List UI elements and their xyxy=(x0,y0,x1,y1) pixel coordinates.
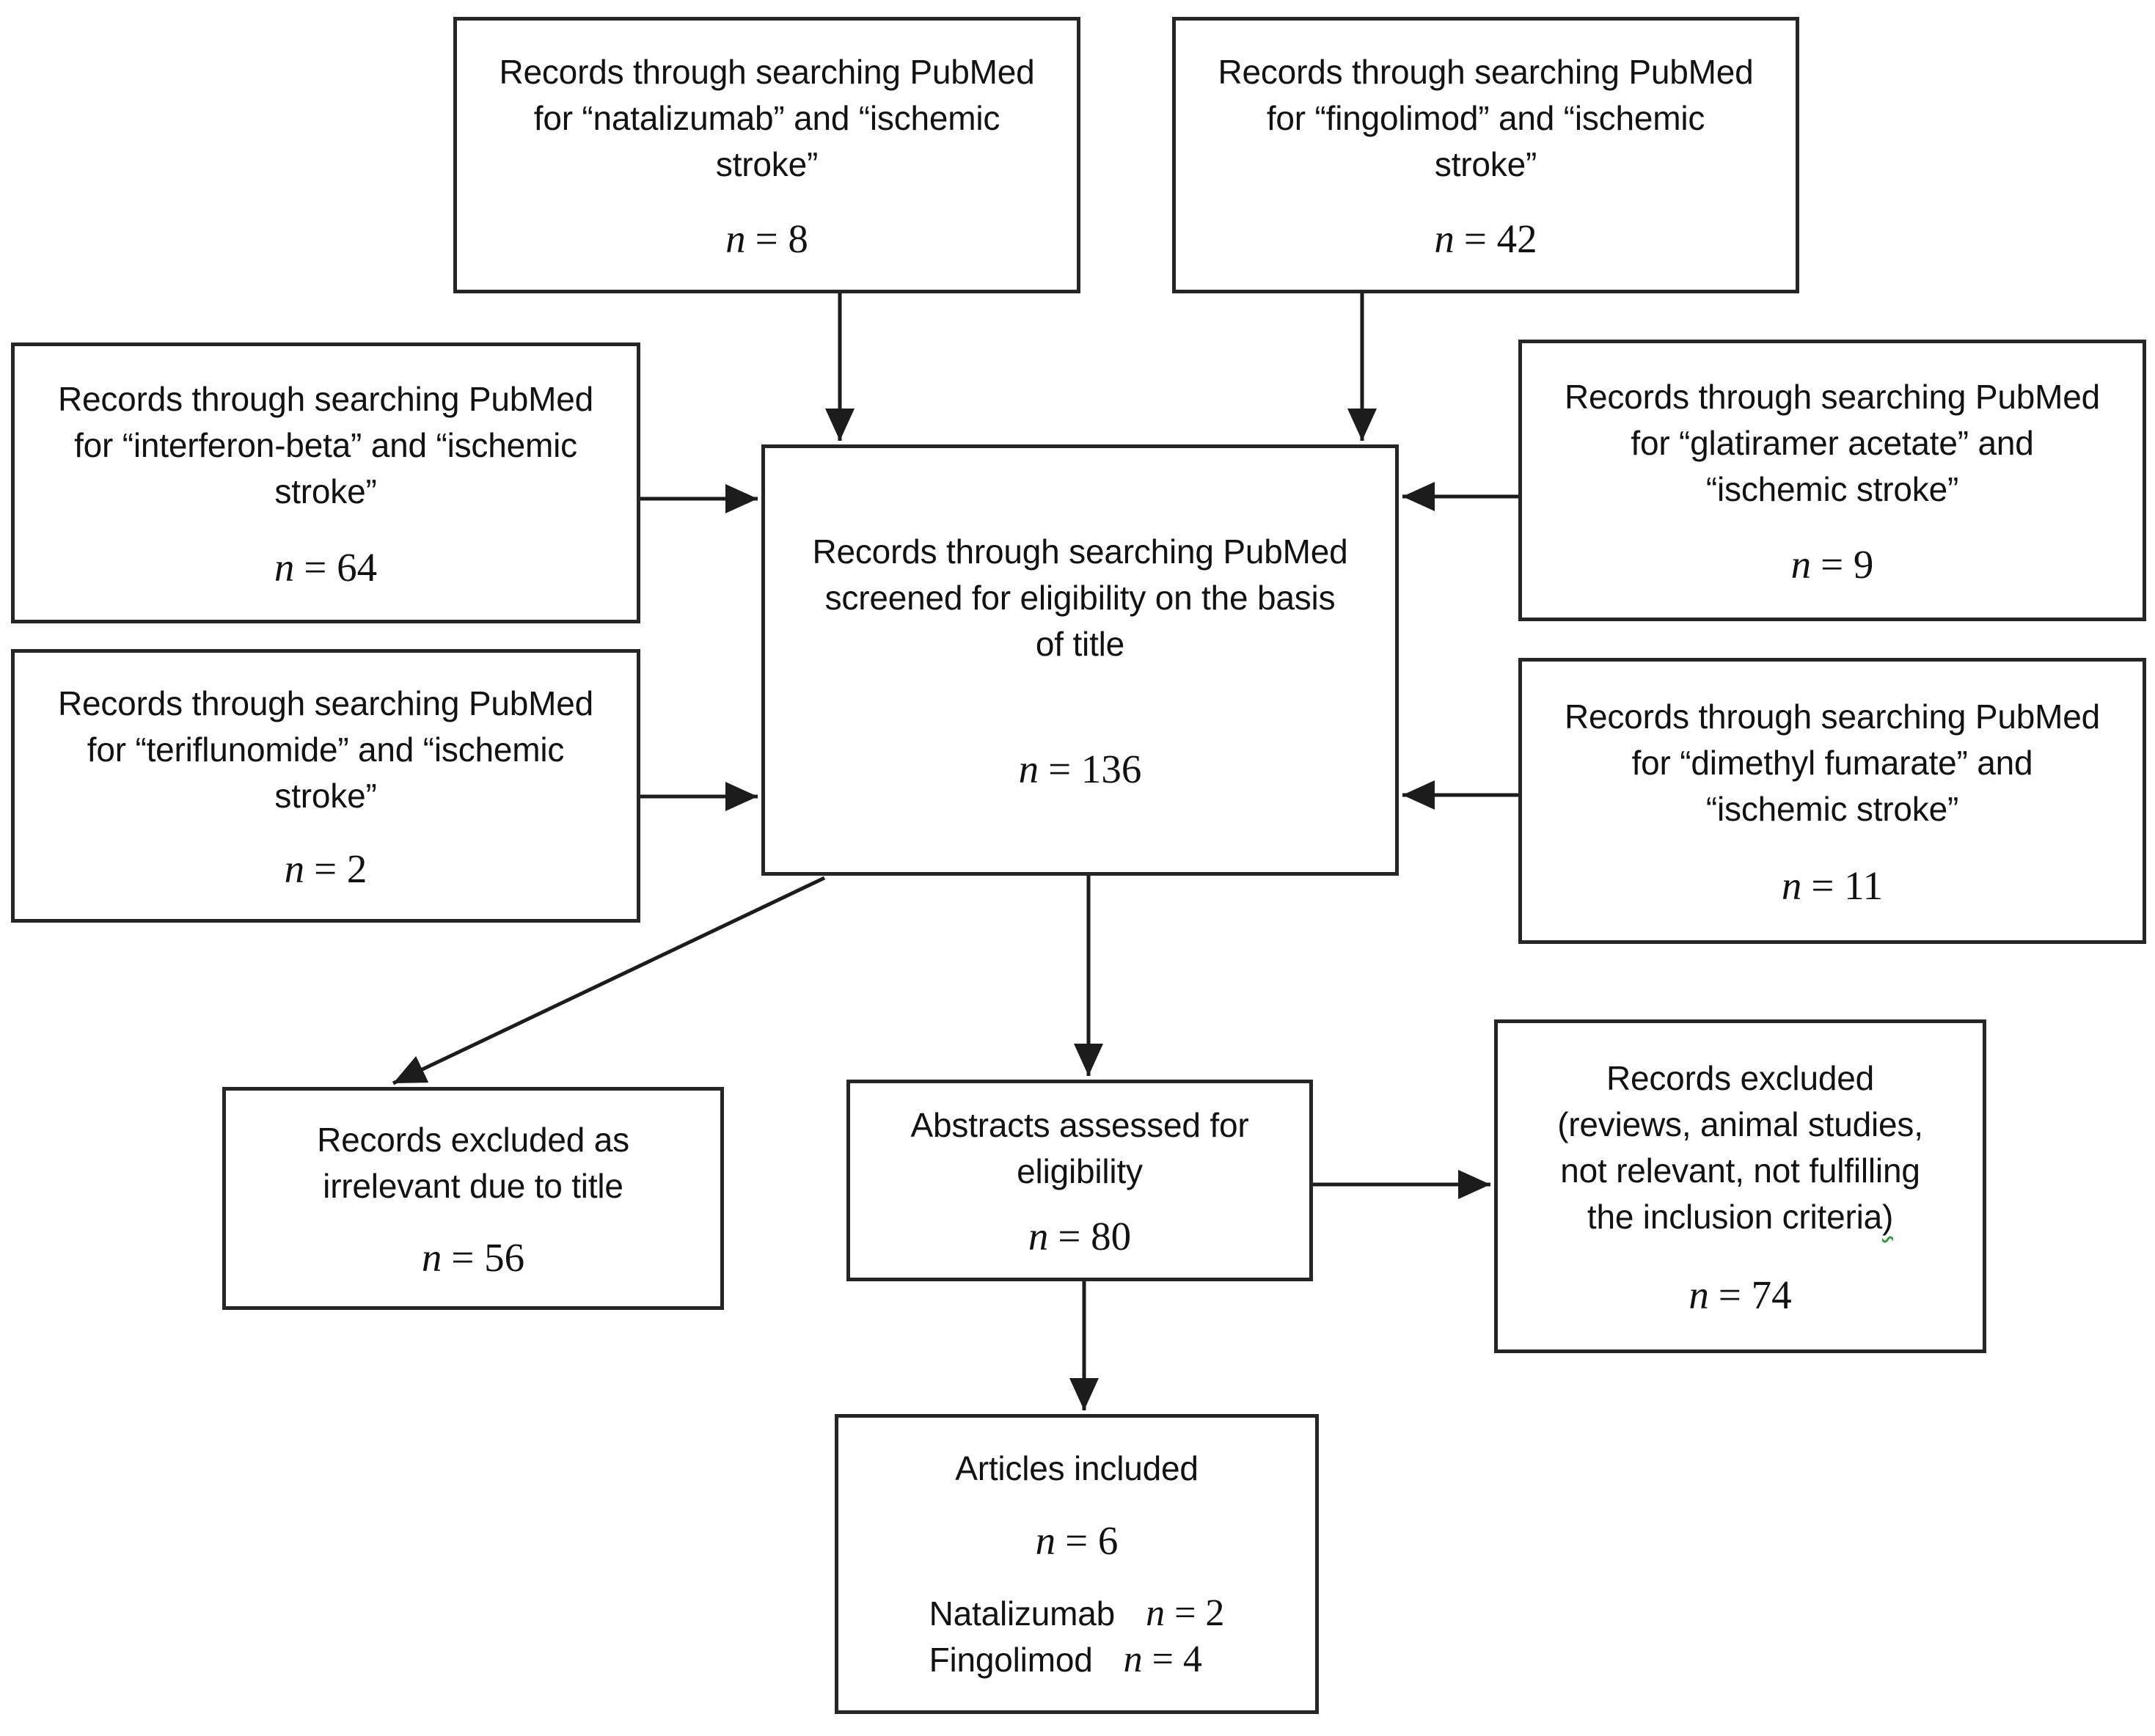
text-line: the inclusion criteria) xyxy=(1587,1198,1894,1237)
text-line: “ischemic stroke” xyxy=(1705,469,1959,508)
box-fingolimod-search: Records through searching PubMed for “fi… xyxy=(1172,17,1799,293)
count-label: n= 64 xyxy=(274,544,378,590)
text-line: Records through searching PubMed xyxy=(57,380,594,419)
text-line: stroke” xyxy=(1434,145,1537,184)
box-natalizumab-search: Records through searching PubMed for “na… xyxy=(453,17,1080,293)
text-line: for “natalizumab” and “ischemic xyxy=(533,99,1000,138)
box-text: Records through searching PubMed for “na… xyxy=(499,49,1034,188)
box-records-excluded-title: Records excluded as irrelevant due to ti… xyxy=(222,1087,724,1310)
spellcheck-squiggle: ) xyxy=(1882,1198,1894,1237)
text-line: Abstracts assessed for xyxy=(910,1106,1249,1145)
box-text: Records excluded (reviews, animal studie… xyxy=(1557,1055,1923,1240)
box-abstracts-assessed: Abstracts assessed for eligibility n= 80 xyxy=(846,1080,1313,1281)
text-line: Records through searching PubMed xyxy=(1564,697,2101,736)
count-label: n= 6 xyxy=(1035,1518,1119,1563)
text-line: Records through searching PubMed xyxy=(1564,377,2101,416)
box-articles-included: Articles included n= 6 Natalizumab n= 2 … xyxy=(835,1414,1319,1714)
drug-name: Natalizumab xyxy=(929,1594,1116,1633)
box-records-screened: Records through searching PubMed screene… xyxy=(761,444,1399,876)
text-line: Records through searching PubMed xyxy=(57,684,594,722)
text-line: eligibility xyxy=(1017,1152,1143,1191)
count-label: n= 8 xyxy=(725,216,808,261)
included-drug-list: Natalizumab n= 2 Fingolimod n= 4 xyxy=(929,1591,1225,1683)
text-line: “ischemic stroke” xyxy=(1705,789,1959,828)
text-line: not relevant, not fulfilling xyxy=(1560,1151,1920,1190)
text-line: for “teriflunomide” and “ischemic xyxy=(87,730,565,769)
drug-row: Natalizumab n= 2 xyxy=(929,1591,1225,1637)
box-glatiramer-acetate-search: Records through searching PubMed for “gl… xyxy=(1518,340,2146,621)
text-line: (reviews, animal studies, xyxy=(1557,1105,1923,1144)
text-line: for “dimethyl fumarate” and xyxy=(1631,743,2033,782)
text-line: Records excluded xyxy=(1606,1059,1874,1098)
text-line: of title xyxy=(1035,624,1125,663)
count-label: n= 2 xyxy=(284,846,367,891)
text-line: irrelevant due to title xyxy=(323,1167,623,1205)
text-line: Records through searching PubMed xyxy=(1218,53,1754,92)
count-label: n= 56 xyxy=(421,1235,525,1280)
text-line: Records through searching PubMed xyxy=(812,532,1348,571)
box-text: Abstracts assessed for eligibility xyxy=(911,1102,1249,1195)
text-line: screened for eligibility on the basis xyxy=(824,578,1336,617)
box-text: Records through searching PubMed for “in… xyxy=(58,376,593,515)
text-line: Records through searching PubMed xyxy=(499,53,1035,92)
drug-name: Fingolimod xyxy=(929,1640,1093,1679)
box-text: Records through searching PubMed for “di… xyxy=(1565,694,2100,832)
box-dimethyl-fumarate-search: Records through searching PubMed for “di… xyxy=(1518,658,2146,944)
count-label: n= 42 xyxy=(1434,216,1537,261)
box-text: Records excluded as irrelevant due to ti… xyxy=(317,1117,629,1209)
drug-count: n= 2 xyxy=(1146,1592,1225,1634)
count-label: n= 136 xyxy=(1018,747,1142,792)
text-line: for “glatiramer acetate” and xyxy=(1631,423,2034,462)
text-line: stroke” xyxy=(274,777,377,815)
box-text: Records through searching PubMed for “gl… xyxy=(1565,374,2100,513)
drug-count: n= 4 xyxy=(1123,1638,1202,1680)
box-text: Records through searching PubMed for “fi… xyxy=(1218,49,1753,188)
text-line: stroke” xyxy=(715,145,819,184)
text-line: for “fingolimod” and “ischemic xyxy=(1266,99,1705,138)
box-text: Records through searching PubMed for “te… xyxy=(58,681,593,819)
text-line: stroke” xyxy=(274,472,377,511)
count-label: n= 74 xyxy=(1688,1272,1792,1317)
count-label: n= 80 xyxy=(1028,1213,1132,1259)
count-label: n= 9 xyxy=(1790,542,1874,587)
box-records-excluded-reviews: Records excluded (reviews, animal studie… xyxy=(1494,1019,1986,1353)
drug-row: Fingolimod n= 4 xyxy=(929,1637,1225,1683)
text-line: Records excluded as xyxy=(317,1121,629,1159)
box-interferon-beta-search: Records through searching PubMed for “in… xyxy=(11,343,640,623)
box-title: Articles included xyxy=(955,1449,1199,1487)
box-text: Records through searching PubMed screene… xyxy=(812,529,1347,667)
text-line: for “interferon-beta” and “ischemic xyxy=(74,426,577,465)
box-teriflunomide-search: Records through searching PubMed for “te… xyxy=(11,649,640,923)
count-label: n= 11 xyxy=(1781,863,1884,909)
